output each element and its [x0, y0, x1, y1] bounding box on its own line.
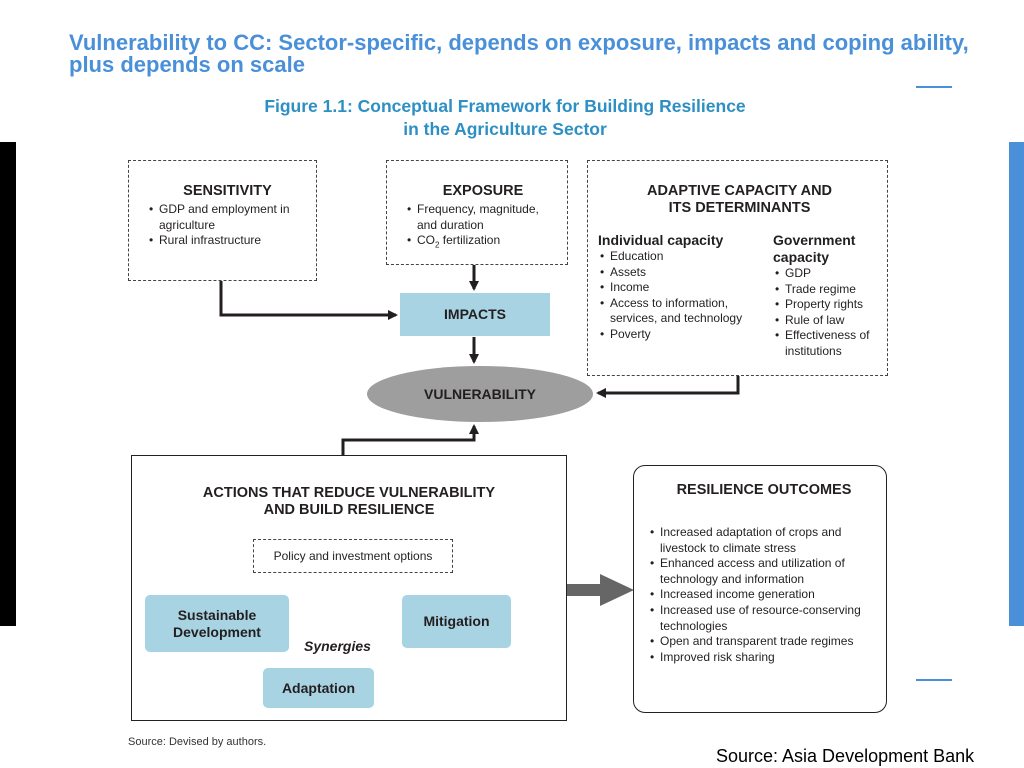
outcome-item: Increased use of resource-conserving tec…: [648, 603, 880, 634]
left-side-bar: [0, 142, 16, 626]
outcomes-heading: RESILIENCE OUTCOMES: [676, 482, 852, 498]
figure-title-line1: Figure 1.1: Conceptual Framework for Bui…: [264, 96, 746, 116]
figure-title-line2: in the Agriculture Sector: [403, 119, 607, 139]
slide-title: Vulnerability to CC: Sector-specific, de…: [69, 30, 969, 77]
sustainable-development-box: Sustainable Development: [145, 595, 289, 652]
outcome-item: Open and transparent trade regimes: [648, 634, 880, 650]
individual-item: Education: [598, 249, 773, 265]
adaptive-heading: ADAPTIVE CAPACITY AND ITS DETERMINANTS: [646, 183, 833, 216]
adaptive-capacity-box: ADAPTIVE CAPACITY AND ITS DETERMINANTS I…: [587, 160, 888, 376]
impacts-box: IMPACTS: [400, 293, 550, 336]
arrow-actions-to-vulnerability: [341, 424, 479, 455]
sensitivity-box: SENSITIVITY GDP and employment in agricu…: [128, 160, 317, 281]
exposure-item: Frequency, magnitude, and duration: [405, 202, 561, 233]
arrow-adaptive-to-vulnerability: [596, 376, 740, 398]
individual-capacity-heading: Individual capacity: [598, 232, 724, 248]
government-capacity: Government capacity GDP Trade regime Pro…: [773, 232, 881, 360]
synergies-label: Synergies: [304, 638, 371, 654]
government-item: Property rights: [773, 297, 881, 313]
outcome-item: Improved risk sharing: [648, 650, 880, 666]
individual-item: Poverty: [598, 327, 773, 343]
mitigation-box: Mitigation: [402, 595, 511, 648]
sensitivity-item: GDP and employment in agriculture: [147, 202, 308, 233]
slide-source: Source: Asia Development Bank: [716, 746, 975, 766]
adaptation-box: Adaptation: [263, 668, 374, 708]
individual-capacity: Individual capacity Education Assets Inc…: [598, 232, 773, 360]
outcome-item: Increased income generation: [648, 587, 880, 603]
figure-source-note: Source: Devised by authors.: [128, 736, 267, 748]
accent-line-top: [916, 86, 952, 88]
government-capacity-heading: Government capacity: [773, 232, 856, 265]
outcome-item: Enhanced access and utilization of techn…: [648, 556, 880, 587]
government-item: GDP: [773, 266, 881, 282]
sensitivity-item: Rural infrastructure: [147, 233, 308, 249]
figure-title: Figure 1.1: Conceptual Framework for Bui…: [200, 95, 810, 141]
individual-item: Income: [598, 280, 773, 296]
vulnerability-ellipse: VULNERABILITY: [367, 366, 593, 422]
government-item: Effectiveness of institutions: [773, 328, 881, 359]
policy-options-box: Policy and investment options: [253, 539, 453, 573]
arrow-sensitivity-to-impacts: [219, 281, 398, 320]
actions-heading: ACTIONS THAT REDUCE VULNERABILITY AND BU…: [202, 485, 496, 518]
government-item: Trade regime: [773, 282, 881, 298]
individual-item: Access to information, services, and tec…: [598, 296, 773, 327]
arrow-actions-to-outcomes: [545, 574, 634, 606]
exposure-box: EXPOSURE Frequency, magnitude, and durat…: [386, 160, 568, 265]
sensitivity-heading: SENSITIVITY: [183, 183, 272, 199]
exposure-item-co2: CO2 fertilization: [405, 233, 561, 253]
government-item: Rule of law: [773, 313, 881, 329]
exposure-heading: EXPOSURE: [442, 183, 524, 199]
outcome-item: Increased adaptation of crops and livest…: [648, 525, 880, 556]
right-side-bar: [1009, 142, 1024, 626]
resilience-outcomes-box: RESILIENCE OUTCOMES Increased adaptation…: [633, 465, 887, 713]
individual-item: Assets: [598, 265, 773, 281]
accent-line-bottom: [916, 679, 952, 681]
